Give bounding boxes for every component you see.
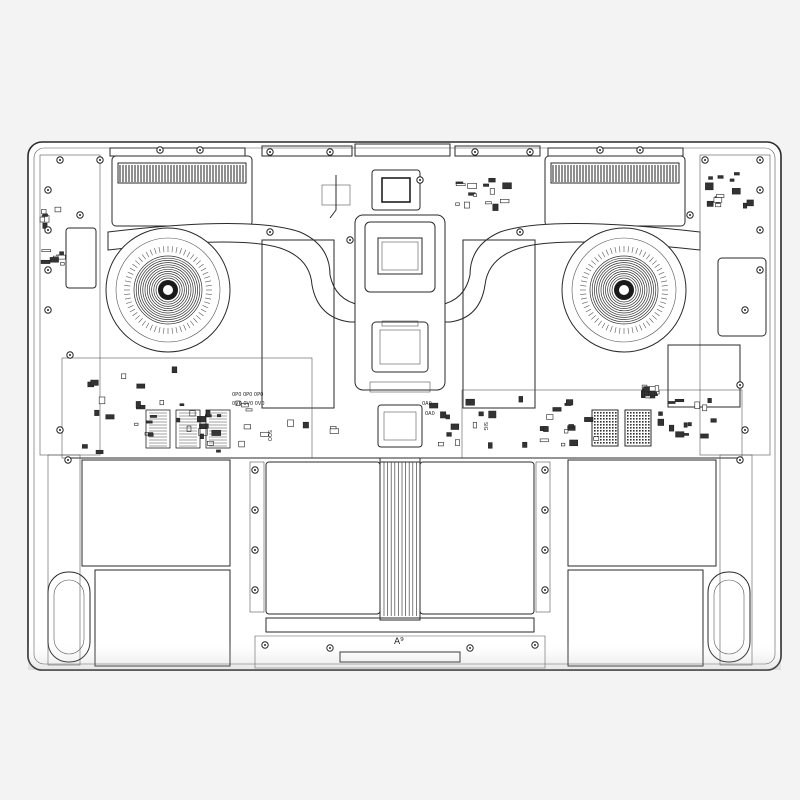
soc-chip	[377, 237, 423, 275]
memory-grid-2	[624, 409, 652, 447]
battery-cell-right-upper	[567, 459, 717, 567]
soc-assembly	[354, 214, 446, 393]
oa-label: 0A0	[422, 401, 432, 407]
left-fan	[105, 227, 231, 353]
exhaust-grille-right	[544, 155, 686, 227]
cap-label-row-2: 0V0 0V0 0V0	[232, 401, 265, 407]
flex-connector-top	[377, 404, 423, 448]
trackpad-flex-cable	[379, 457, 421, 621]
battery-rail-right	[535, 461, 551, 613]
board-bottom-edge	[66, 457, 740, 463]
screws	[44, 146, 764, 652]
memory-grid-1	[591, 409, 619, 447]
chassis-shade	[28, 640, 781, 670]
storage-label: SOO	[266, 430, 272, 441]
battery-cell-left-upper	[81, 459, 231, 567]
usb-port-right	[717, 257, 767, 337]
usb-port-left	[65, 227, 97, 289]
mid-label: 0A0	[425, 411, 435, 417]
thermal-connector	[321, 175, 351, 219]
trackpad-bracket	[265, 617, 535, 633]
exhaust-grille-left	[111, 155, 253, 227]
heatsink-plate-right	[462, 239, 536, 409]
heatsink-plate-left	[261, 239, 335, 409]
power-ic	[371, 169, 421, 211]
board-components	[39, 172, 754, 454]
cap-label-row-1: 0P0 0P0 0P0	[232, 392, 263, 398]
sig-label: SIG	[482, 422, 488, 431]
battery-rail-left	[249, 461, 265, 613]
right-fan	[561, 227, 687, 353]
